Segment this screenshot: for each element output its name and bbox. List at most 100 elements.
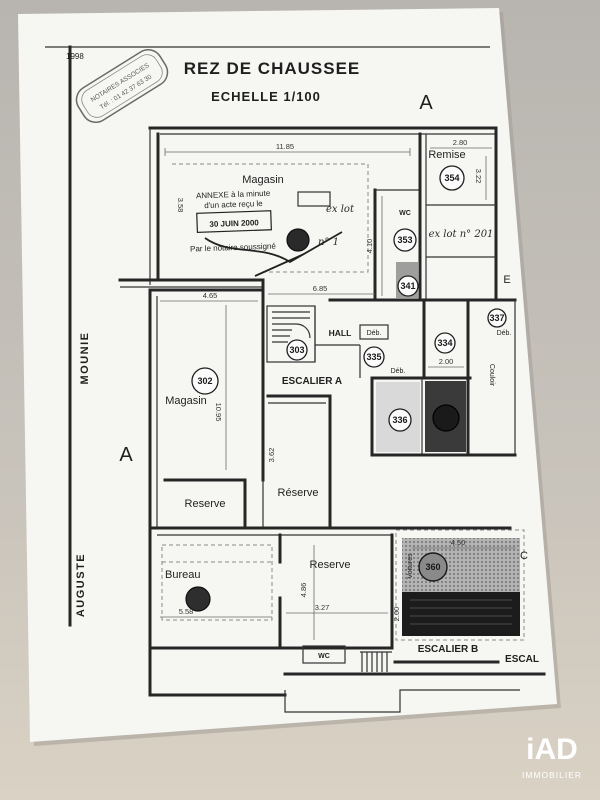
header: 1998 REZ DE CHAUSSEE ECHELLE 1/100 A [45,45,490,627]
handwritten-lot-201: ex lot n° 201 [429,229,494,240]
lot-number-354: 354 [444,173,459,183]
lot-number-303: 303 [289,345,304,355]
counter-box [297,191,331,207]
notary-signature [204,231,343,277]
lot-circle-335 [363,346,385,368]
room-label-wc-upper: WC [399,210,411,217]
section-marker-top-right: A [419,92,433,114]
dimension-upper-depth: 3.58 [176,198,185,213]
section-marker-car-park: C [520,550,528,562]
room-label-wc-lower: WC [318,653,330,660]
car-park: 4.50 C Voitures 360 2.00 [392,529,528,641]
scale-label: ECHELLE 1/100 [211,89,321,104]
year-label: 1998 [66,52,84,61]
reserves: 3.62 Réserve Reserve [163,394,332,530]
dimension-car-width: 4.50 [451,538,466,547]
upper-shop: 11.85 3.58 Magasin ANNEXE à la minute d'… [118,126,498,288]
wc-lower-box [302,645,346,664]
stair-b-label: ESCALIER B [418,644,479,655]
annex-stamp-date-box [196,210,272,233]
lot-circle-360 [418,552,448,582]
iad-logo: iAD [526,733,578,766]
lot-number-336: 336 [392,415,407,425]
room-label-reserve-right: Reserve [310,559,351,571]
lower-rooms: Bureau 5.58 Reserve 4.86 3.27 [148,526,512,650]
annex-stamp-line2: d'un acte reçu le [204,199,263,210]
dimension-corridor-depth: 3.62 [267,448,276,463]
room-label-corridor: Couloir [488,364,495,387]
upper-right-block: 2.80 Remise 354 3.22 WC 353 4.10 ex lot … [365,126,511,302]
bottom-area: WC ESCALIER B ESCAL [148,644,546,713]
room-label-shop-302: Magasin [165,395,207,407]
car-park-frame [395,529,525,641]
car-park-lower-area [402,592,520,636]
clearance-label-337: Déb. [497,330,512,337]
notary-stamp-inner-border [81,54,163,118]
lot-circle-353 [393,228,417,252]
room-label-reserve-middle: Réserve [278,487,319,499]
stair-a-steps [272,311,311,343]
room-label-reserve-left: Reserve [185,498,226,510]
lot-marker-shaded-cell [432,404,460,432]
iad-tagline: IMMOBILIER [522,770,582,780]
clearance-box-hall [359,324,389,340]
annex-stamp-date: 30 JUIN 2000 [209,218,259,229]
lot-circle-334 [434,332,456,354]
stair-a-hall: 303 HALL Déb. ESCALIER A [266,305,389,387]
lot-number-341: 341 [400,281,415,291]
lot-circle-354 [439,165,465,191]
lot-circle-302 [191,367,219,395]
iad-watermark: iAD IMMOBILIER [522,733,582,780]
dimension-car-depth: 2.00 [392,607,401,622]
lower-outline [148,646,546,697]
lot-circle-336 [388,408,412,432]
room-label-cars: Voitures [407,553,414,579]
street-name-upper: MOUNIE [79,332,91,385]
dimension-hall-width: 6.85 [313,284,328,293]
lot-number-337: 337 [489,313,504,323]
dimension-302-width: 4.65 [203,291,218,300]
middle-right-block: 335 Déb. 334 2.00 337 Déb. Couloir 336 [328,298,517,457]
lot-circle-303 [286,339,308,361]
room-label-hall: HALL [329,328,352,338]
lot-number-302: 302 [197,376,212,386]
room-label-remise: Remise [428,149,465,161]
car-park-hatching [410,599,512,625]
dimension-wc-depth: 4.10 [365,239,374,254]
section-marker-east: E [503,274,510,286]
dimension-line-upper-width [164,148,411,156]
lot-circle-337 [487,308,507,328]
shop-302: 4.65 6.85 302 Magasin 10.95 [148,278,375,530]
lot-circle-341 [397,275,419,297]
section-marker-left: A [119,444,133,466]
lower-outline-secondary [284,689,520,713]
dimension-office-width: 5.58 [179,607,194,616]
lot-marker-shaded-office [185,586,211,612]
dimension-reserve-depth: 4.86 [299,583,308,598]
lot-number-334: 334 [437,338,452,348]
lot-number-360: 360 [425,562,440,572]
dimension-remise-depth: 3.22 [474,169,483,184]
notary-stamp-border [75,48,169,124]
stair-cut-label: ESCAL [505,654,539,665]
upper-shop-dashed-outline [172,163,369,273]
handwritten-lot-1-line1: ex lot [326,204,355,215]
room-label-upper-shop: Magasin [242,174,284,186]
reserve-left-walls [163,478,247,530]
annex-stamp-line1: ANNEXE à la minute [196,189,271,201]
stair-a-label: ESCALIER A [282,376,342,387]
street-name-lower: AUGUSTE [75,553,87,617]
dimension-302-depth: 10.95 [214,403,223,422]
stair-b-steps [360,651,392,672]
lot-number-353: 353 [397,235,412,245]
room-label-office: Bureau [165,569,200,581]
lot-marker-shaded-upper [286,228,310,252]
lot-number-335: 335 [366,352,381,362]
dimension-remise-width: 2.80 [453,138,468,147]
dimension-reserve-width: 3.27 [315,603,330,612]
clearance-label-335: Déb. [391,368,406,375]
office-dashed-outline [161,544,273,621]
dimension-upper-width: 11.85 [276,142,294,151]
page-title: REZ DE CHAUSSEE [184,59,361,78]
